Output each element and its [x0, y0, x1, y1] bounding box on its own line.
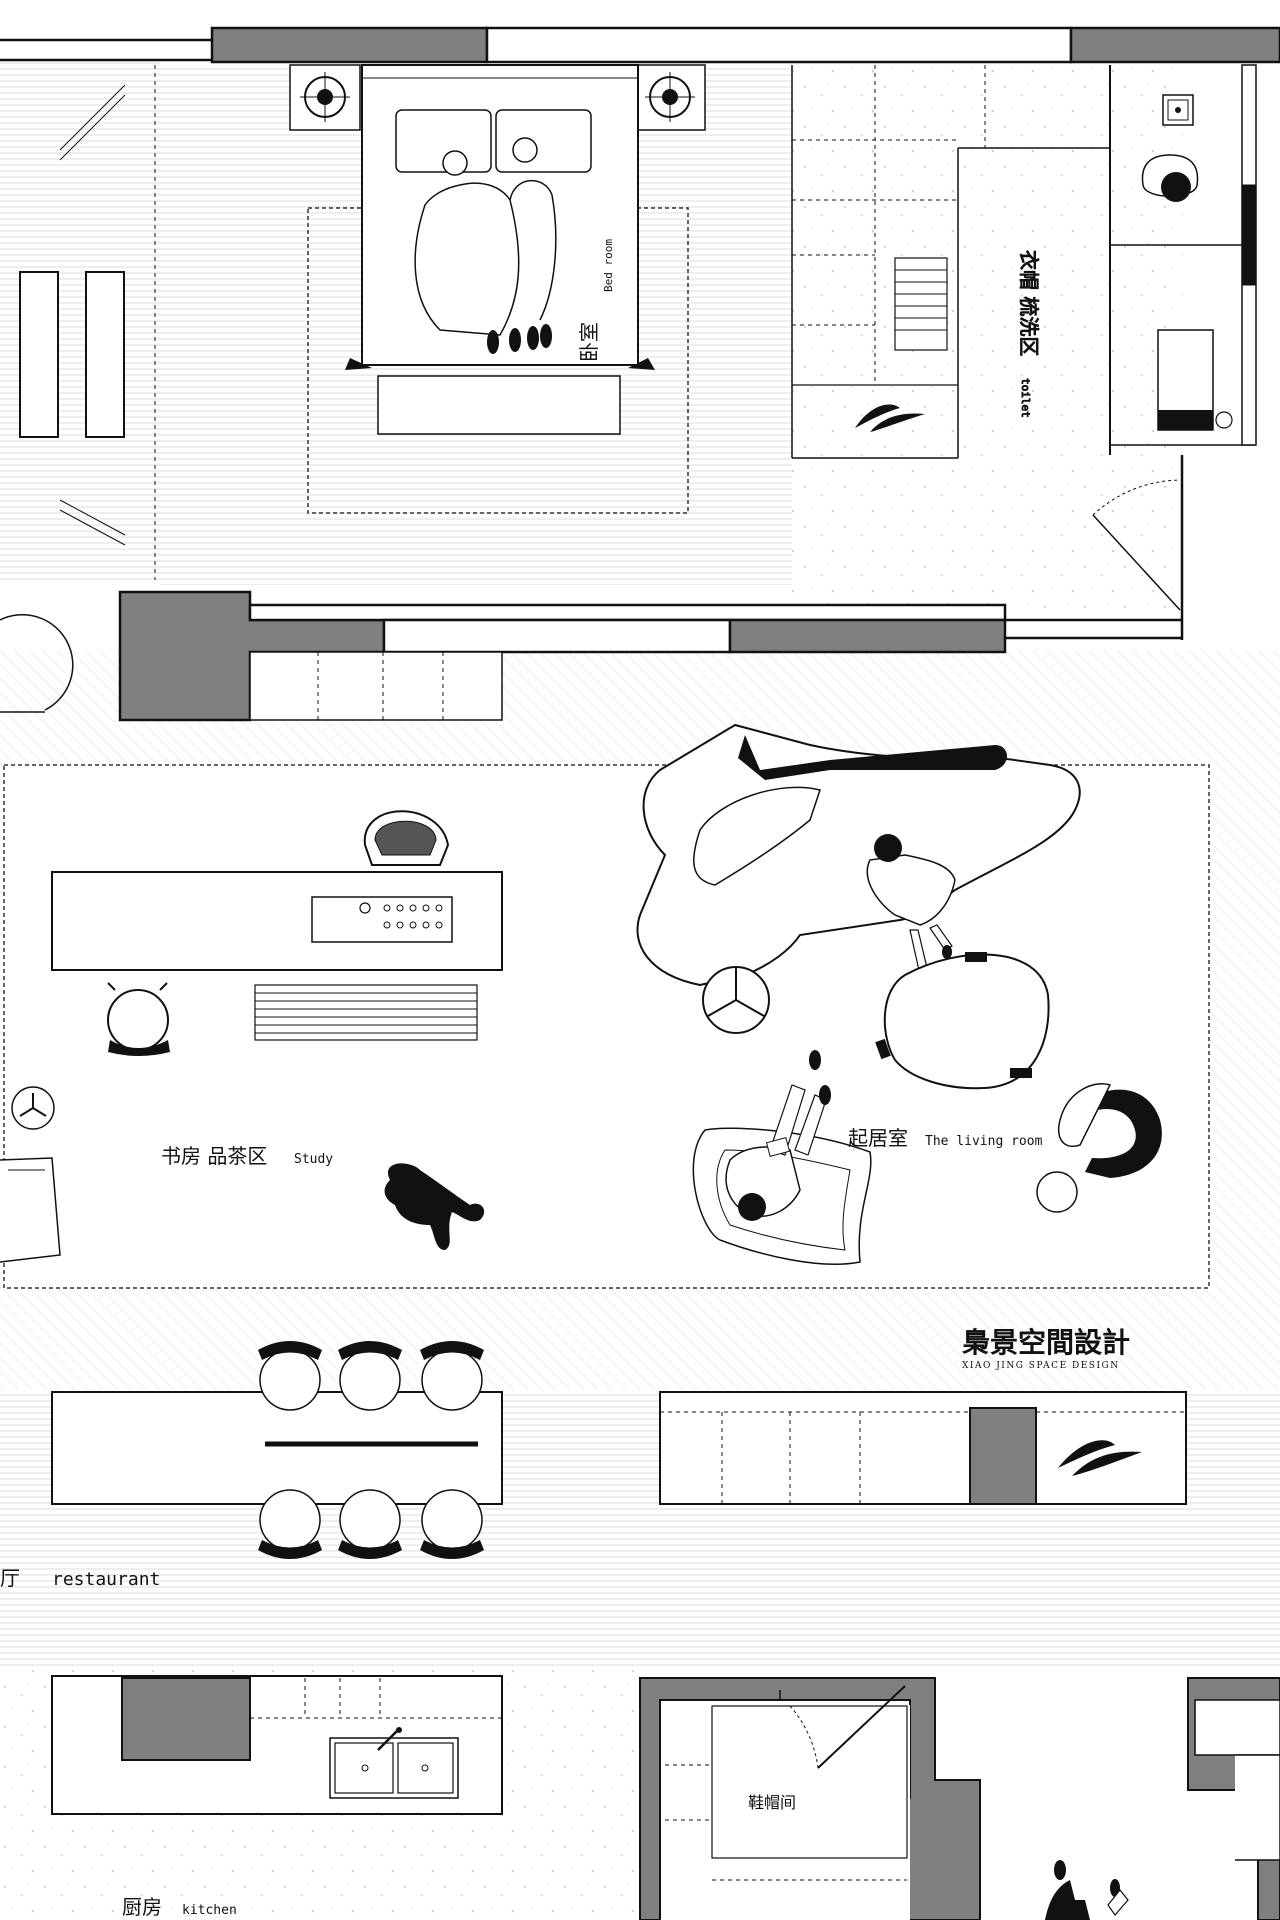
tea-table — [51, 871, 503, 971]
restaurant-label-en: restaurant — [52, 1569, 160, 1590]
side-table-icon — [702, 966, 770, 1034]
logo-cn: 梟景空間設計 — [961, 1326, 1130, 1359]
cloak-wash-label-cn: 衣帽 梳洗区 — [1017, 250, 1041, 356]
drawer-unit — [894, 257, 948, 351]
fan-icon — [11, 1086, 55, 1130]
cooktop — [121, 1677, 251, 1761]
svg-text:Bed room: Bed room — [602, 239, 615, 292]
svg-text:toilet: toilet — [1019, 378, 1032, 418]
restaurant-label-cn: 餐厅 — [0, 1566, 20, 1590]
middle-wall — [118, 590, 1182, 722]
person-icon — [1141, 154, 1199, 202]
wall-segment — [1242, 184, 1256, 286]
shoe-room: 鞋帽间 — [639, 1677, 1280, 1920]
nightstand-lamp-icon — [289, 64, 361, 131]
kitchen: 厨房 kitchen — [51, 1675, 503, 1919]
fridge — [969, 1407, 1037, 1505]
wardrobe-wash-area: 衣帽 梳洗区 toilet — [791, 64, 1257, 640]
study-label-en: Study — [294, 1152, 333, 1167]
chair-icon — [363, 810, 450, 866]
person-icon — [1045, 1860, 1129, 1920]
living-study-area: 书房 品茶区 Study — [0, 723, 1210, 1289]
toilet-icon — [1157, 329, 1233, 431]
nightstand-lamp-icon — [634, 64, 706, 131]
door-swing-icon — [789, 1685, 906, 1769]
logo: 梟景空間設計 XIAO JING SPACE DESIGN — [961, 1326, 1130, 1371]
logo-en: XIAO JING SPACE DESIGN — [962, 1361, 1120, 1371]
wash-area-floor — [792, 65, 1182, 610]
top-wall — [0, 26, 1280, 64]
kitchen-label-en: kitchen — [182, 1903, 237, 1918]
svg-text:衣帽 梳洗区: 衣帽 梳洗区 — [1017, 250, 1041, 356]
door-swing-icon — [1092, 479, 1181, 611]
study-label-cn: 书房 品茶区 — [161, 1144, 267, 1168]
wall-segment — [1069, 26, 1280, 64]
lounge-chair-icon — [875, 952, 1050, 1090]
wall-segment — [210, 26, 489, 64]
dining-area: 餐厅 restaurant — [0, 1341, 1187, 1590]
shoe-room-label: 鞋帽间 — [748, 1793, 796, 1812]
kitchen-label-cn: 厨房 — [122, 1895, 162, 1919]
stool-icon — [107, 982, 170, 1056]
cloak-wash-label-en: toilet — [1019, 378, 1032, 418]
wall-segment — [728, 618, 1007, 654]
sink-icon — [329, 1727, 459, 1799]
basin-icon — [1162, 94, 1194, 126]
bench — [377, 375, 621, 435]
sideboard — [659, 1391, 1187, 1505]
plant-icon — [1058, 1440, 1142, 1476]
svg-text:卧室: 卧室 — [577, 322, 601, 362]
bedroom-label-cn: 卧室 — [577, 322, 601, 362]
bedroom: 卧室 Bed room — [289, 64, 706, 514]
window — [485, 26, 1073, 64]
floor-mat — [254, 984, 478, 1041]
bed-icon — [345, 64, 655, 370]
person-icon — [866, 834, 956, 983]
person-icon — [725, 1050, 831, 1221]
living-label-cn: 起居室 — [848, 1126, 908, 1150]
plant-icon — [855, 404, 925, 432]
bedroom-label-en: Bed room — [602, 239, 615, 292]
armchair-icon — [1036, 1083, 1162, 1213]
dining-table — [51, 1391, 503, 1505]
sleeping-people-icon — [414, 137, 557, 354]
living-label-en: The living room — [925, 1134, 1043, 1149]
side-chair — [0, 1157, 61, 1263]
dog-icon — [384, 1163, 485, 1250]
sofa-icon — [636, 723, 1081, 987]
chair-icon — [258, 1341, 484, 1559]
left-corridor — [0, 65, 156, 713]
